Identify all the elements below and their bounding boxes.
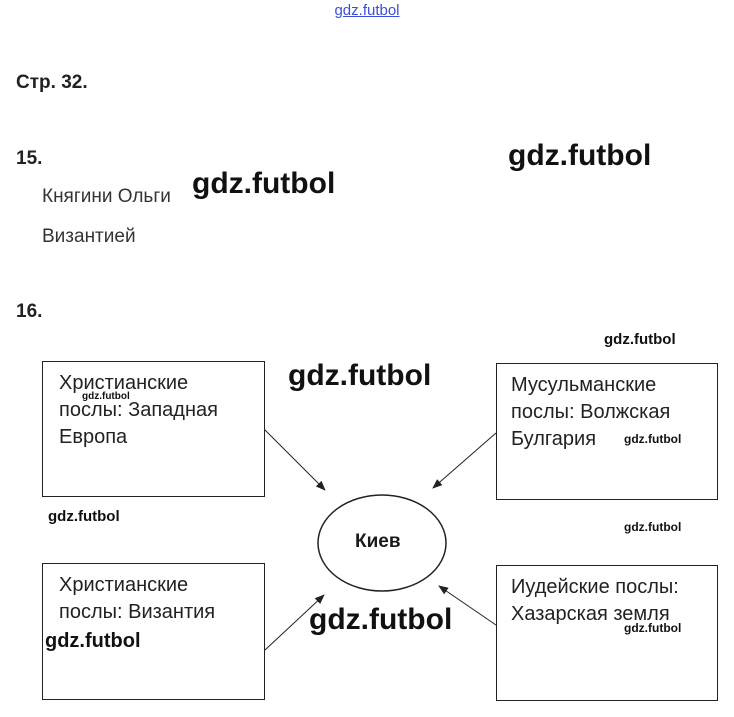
watermark: gdz.futbol [192, 167, 336, 200]
page-label: Стр. 32. [16, 72, 88, 93]
watermark: gdz.futbol [624, 432, 682, 446]
watermark: gdz.futbol [288, 359, 432, 392]
box-line: послы: Волжская [511, 401, 671, 423]
box-line: послы: Византия [59, 601, 216, 623]
box-volga-bulgaria: Мусульманские послы: Волжская Булгария [496, 363, 718, 500]
watermark: gdz.futbol [624, 520, 682, 534]
box-line: Христианские [59, 372, 189, 394]
box-line: Булгария [511, 428, 597, 450]
center-ellipse [317, 494, 447, 592]
arrow-from-west-europe [264, 429, 326, 491]
watermark: gdz.futbol [508, 139, 652, 172]
box-line: Иудейские послы: [511, 576, 679, 598]
box-line: Хазарская земля [511, 603, 670, 625]
arrow-from-khazaria [438, 585, 497, 626]
watermark: gdz.futbol [604, 331, 676, 348]
watermark: gdz.futbol [45, 630, 141, 652]
box-byzantium: Христианские послы: Византия [42, 563, 265, 700]
center-label: Киев [355, 531, 401, 552]
task-15-answer-2: Византией [42, 226, 136, 247]
top-watermark-link[interactable]: gdz.futbol [334, 2, 400, 19]
task-16-number: 16. [16, 301, 43, 322]
watermark: gdz.futbol [82, 391, 130, 402]
watermark: gdz.futbol [309, 603, 453, 636]
watermark: gdz.futbol [48, 508, 120, 525]
box-khazaria: Иудейские послы: Хазарская земля [496, 565, 718, 701]
box-line: Мусульманские [511, 374, 657, 396]
box-line: Европа [59, 426, 128, 448]
arrow-from-byzantium [264, 594, 325, 651]
box-line: послы: Западная [59, 399, 218, 421]
task-15-number: 15. [16, 148, 43, 169]
box-western-europe: Христианские послы: Западная Европа [42, 361, 265, 497]
watermark: gdz.futbol [624, 621, 682, 635]
box-line: Христианские [59, 574, 189, 596]
task-15-answer-1: Княгини Ольги [42, 186, 171, 207]
arrow-from-volga-bulgaria [432, 432, 497, 489]
